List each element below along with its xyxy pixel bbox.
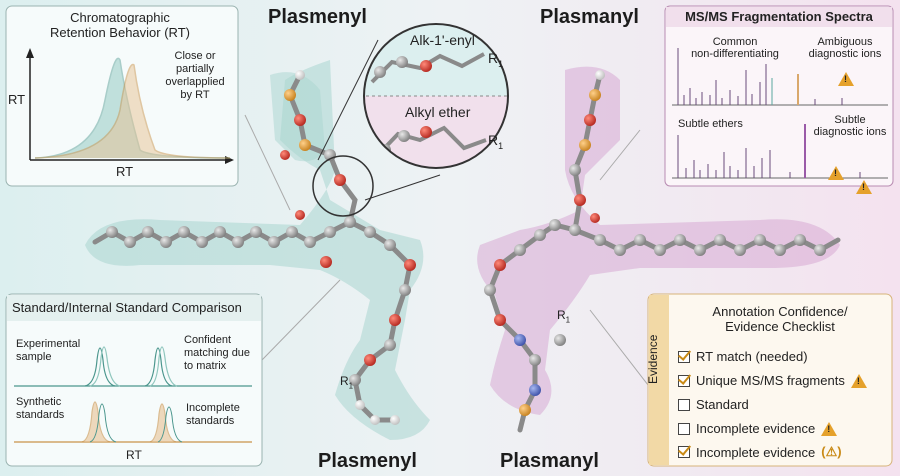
rt-x-label: RT: [116, 164, 134, 179]
warning-icon: !: [828, 166, 844, 180]
left-r1-label: R1: [340, 374, 354, 391]
plasmanyl-title-top: Plasmanyl: [540, 6, 639, 28]
msms-title: MS/MS Fragmentation Spectra: [685, 9, 873, 24]
checkbox[interactable]: [678, 398, 690, 411]
zoom-r1-top: R1: [488, 50, 504, 69]
confident-label: Confident matching due to matrix: [184, 334, 251, 372]
msms-spectrum-bottom: [677, 124, 861, 178]
standard-traces: [14, 346, 252, 443]
subtle-diagnostic-label: Subtle diagnostic ions: [813, 114, 887, 138]
warning-icon: !: [838, 72, 854, 86]
warning-icon: !: [821, 421, 838, 436]
checkbox[interactable]: [678, 422, 690, 435]
standard-panel-title: Standard/Internal Standard Comparison: [12, 300, 242, 315]
checklist-item[interactable]: Incomplete evidence (⚠): [678, 444, 842, 460]
rt-title-line2: Retention Behavior (RT): [50, 25, 190, 40]
paren-warning-icon: (⚠): [821, 444, 842, 459]
experimental-label: Experimental sample: [16, 338, 81, 363]
alkyl-ether-label: Alkyl ether: [405, 104, 471, 120]
rt-note: Close or partially overlapplied by RT: [165, 50, 225, 101]
plasmenyl-title-top: Plasmenyl: [268, 6, 367, 28]
plasmenyl-title-bottom: Plasmenyl: [318, 450, 417, 472]
evidence-side-label: Evidence: [646, 334, 660, 384]
subtle-ethers-label: Subtle ethers: [678, 118, 743, 130]
rt-title-line1: Chromatographic: [70, 10, 170, 25]
zoom-r1-bottom: R1: [488, 132, 504, 151]
checklist-title: Annotation Confidence/ Evidence Checklis…: [712, 304, 848, 334]
checklist-item[interactable]: RT match (needed): [678, 349, 808, 364]
checklist-item[interactable]: Unique MS/MS fragments !: [678, 373, 867, 388]
plasmanyl-title-bottom: Plasmanyl: [500, 450, 599, 472]
standard-x-label: RT: [126, 448, 142, 462]
ambiguous-label: Ambiguous diagnostic ions: [808, 36, 882, 60]
checkbox[interactable]: [678, 374, 690, 387]
plasmanyl-molecule: [477, 66, 840, 416]
warning-icon: !: [850, 373, 867, 388]
rt-y-label: RT: [8, 92, 26, 107]
incomplete-standards-label: Incomplete standards: [186, 402, 240, 427]
checklist-item[interactable]: Standard: [678, 397, 749, 412]
right-r1-label: R1: [557, 308, 571, 325]
alk-enyl-label: Alk-1'-enyl: [410, 32, 475, 48]
rt-plot: [26, 48, 234, 164]
msms-spectrum-top: [677, 48, 843, 105]
synthetic-label: Synthetic standards: [16, 396, 65, 421]
warning-icon: !: [856, 180, 872, 194]
common-label: Common non-differentiating: [691, 36, 779, 60]
checkbox[interactable]: [678, 350, 690, 363]
rt-panel-title: Chromatographic Retention Behavior (RT): [20, 10, 220, 40]
checkbox[interactable]: [678, 446, 690, 458]
checklist-item[interactable]: Incomplete evidence !: [678, 421, 838, 436]
